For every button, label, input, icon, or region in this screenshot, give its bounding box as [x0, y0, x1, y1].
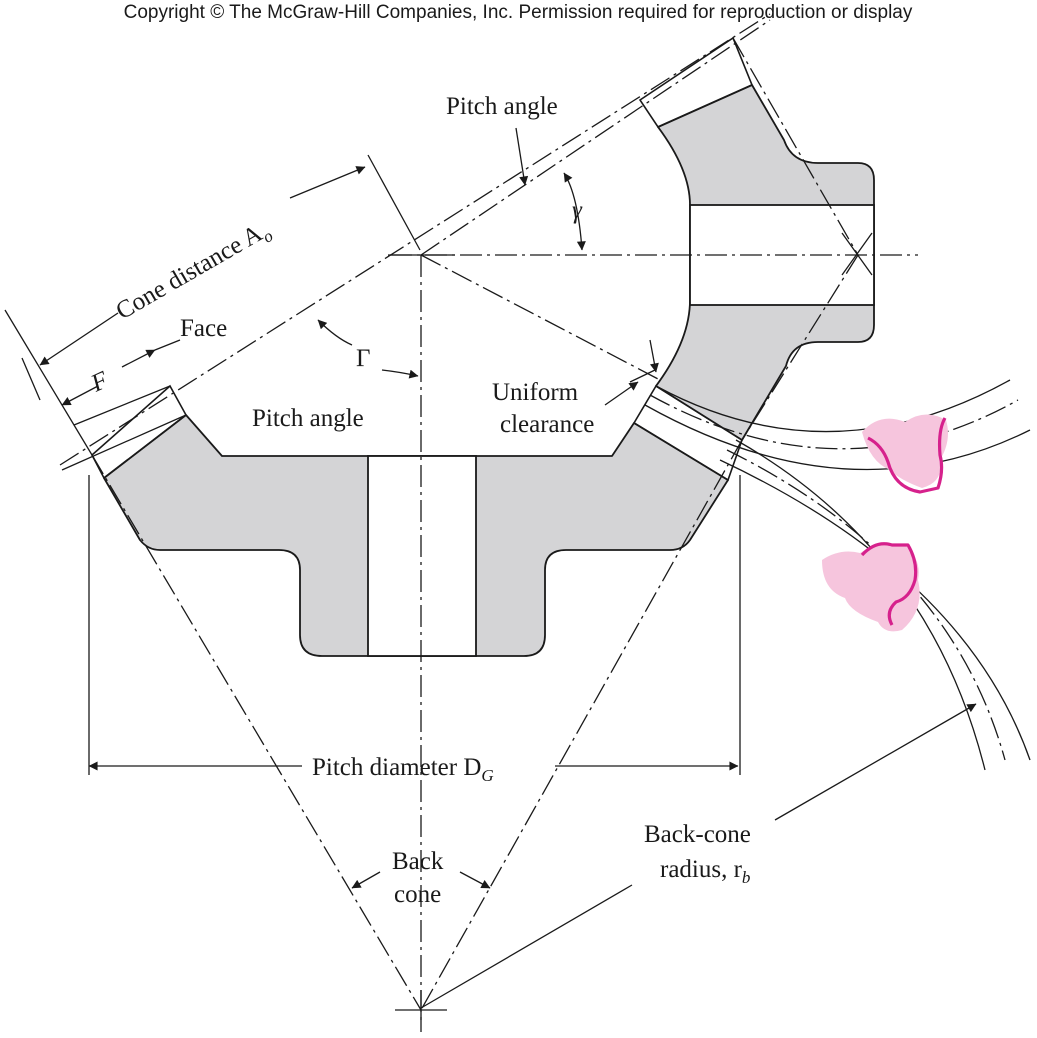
label-gamma: γ — [572, 197, 583, 224]
gear-bore — [367, 455, 477, 657]
svg-text:Cone distance Ao: Cone distance Ao — [112, 216, 277, 329]
label-cone-distance: Cone distance Ao — [112, 216, 277, 329]
label-back-cone-radius: Back-cone — [644, 821, 751, 848]
label-face: Face — [180, 315, 227, 342]
back-cone-radius-dimension — [420, 703, 977, 1009]
pinion-body — [638, 36, 875, 441]
pitch-lines — [59, 13, 918, 1032]
label-pitch-diameter: Pitch diameter DG — [312, 754, 494, 785]
label-pitch-angle-lower: Pitch angle — [252, 405, 364, 432]
pitch-angle-top-leader — [515, 127, 529, 186]
gamma-angle-arc — [563, 172, 586, 251]
label-cone: cone — [394, 881, 441, 908]
gamma-capital-arc — [317, 319, 419, 379]
cone-distance-dimension — [21, 154, 421, 401]
copyright-text: Copyright © The McGraw-Hill Companies, I… — [124, 2, 913, 23]
label-clearance: clearance — [500, 411, 594, 438]
label-pitch-angle-top: Pitch angle — [446, 93, 558, 120]
uniform-clearance-leader — [604, 339, 659, 406]
pitch-diameter-dimension — [88, 475, 741, 775]
label-gamma-capital: Γ — [356, 345, 370, 372]
tooth-profile-upper — [862, 414, 948, 494]
label-back: Back — [392, 848, 444, 875]
label-radius: radius, rb — [660, 856, 750, 887]
label-face-symbol: F — [86, 366, 113, 398]
tooth-profile-lower — [822, 542, 920, 632]
label-uniform: Uniform — [492, 379, 579, 406]
gear-body — [103, 414, 729, 657]
gear-tooth-left — [61, 384, 188, 480]
face-dimension — [4, 309, 181, 456]
back-cone-arrows — [351, 871, 491, 889]
